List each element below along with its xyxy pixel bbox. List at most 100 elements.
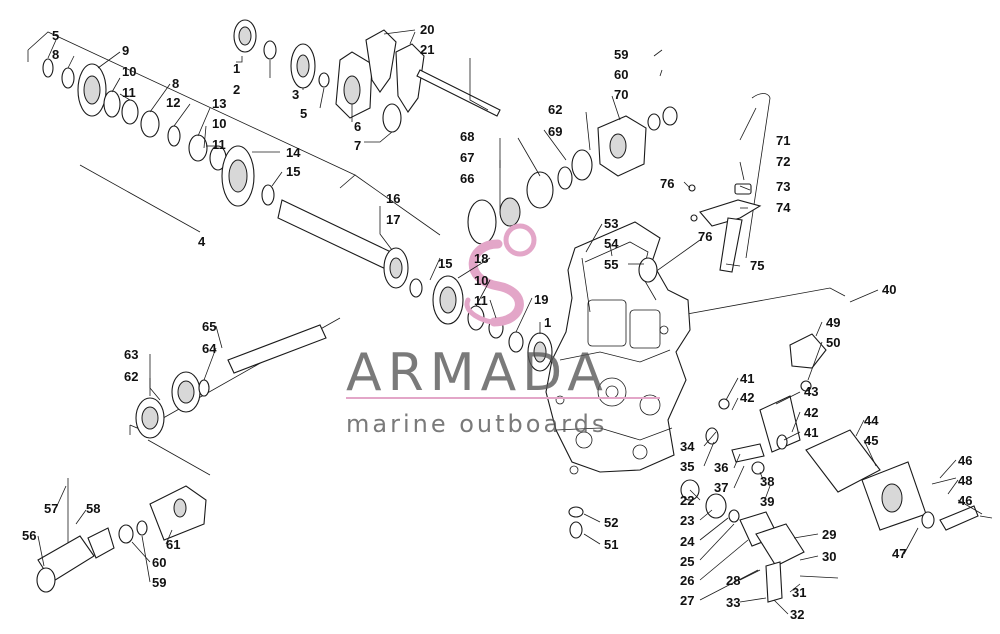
- callout-leaders: [37, 29, 983, 615]
- callout-10-lower: 10: [474, 273, 488, 288]
- lower-shift-group: [568, 427, 839, 603]
- callout-44: 44: [864, 413, 879, 428]
- callout-59-lower: 59: [152, 575, 166, 590]
- callout-45: 45: [864, 433, 878, 448]
- callout-48: 48: [958, 473, 972, 488]
- callout-5-left: 5: [52, 28, 59, 43]
- callout-6: 6: [354, 119, 361, 134]
- callout-29: 29: [822, 527, 836, 542]
- armada-logo-emblem: [346, 223, 660, 399]
- callout-64: 64: [202, 341, 217, 356]
- callout-55: 55: [604, 257, 618, 272]
- callout-42-upper: 42: [740, 390, 754, 405]
- side-cover-group: [718, 333, 993, 531]
- upper-shift-group: [233, 19, 501, 133]
- callout-46-lower: 46: [958, 493, 972, 508]
- callout-30: 30: [822, 549, 836, 564]
- callout-62-top: 62: [548, 102, 562, 117]
- callout-62-lower: 62: [124, 369, 138, 384]
- callout-59-top: 59: [614, 47, 628, 62]
- callout-15-upper: 15: [286, 164, 300, 179]
- callout-19: 19: [534, 292, 548, 307]
- callout-60-lower: 60: [152, 555, 166, 570]
- callout-67: 67: [460, 150, 474, 165]
- shift-rod-group: [581, 93, 771, 313]
- callout-34: 34: [680, 439, 695, 454]
- callout-7: 7: [354, 138, 361, 153]
- callout-68: 68: [460, 129, 474, 144]
- callout-40: 40: [882, 282, 896, 297]
- gearcase-housing: [545, 221, 691, 475]
- callout-16: 16: [386, 191, 400, 206]
- callout-21: 21: [420, 42, 434, 57]
- callout-18: 18: [474, 251, 488, 266]
- callout-60-top: 60: [614, 67, 628, 82]
- callout-4: 4: [198, 234, 206, 249]
- callout-50: 50: [826, 335, 840, 350]
- callout-49: 49: [826, 315, 840, 330]
- callout-39: 39: [760, 494, 774, 509]
- callout-24: 24: [680, 534, 695, 549]
- callout-13: 13: [212, 96, 226, 111]
- callout-72: 72: [776, 154, 790, 169]
- callout-12: 12: [166, 95, 180, 110]
- callout-10-mid: 10: [212, 116, 226, 131]
- callout-69: 69: [548, 124, 562, 139]
- callout-8-mid: 8: [172, 76, 179, 91]
- output-shaft-group: [135, 324, 327, 439]
- callout-10-left: 10: [122, 64, 136, 79]
- callout-75: 75: [750, 258, 764, 273]
- callout-41-upper: 41: [740, 371, 754, 386]
- callout-61: 61: [166, 537, 180, 552]
- callout-63: 63: [124, 347, 138, 362]
- callout-28: 28: [726, 573, 740, 588]
- callout-11-mid: 11: [212, 137, 226, 152]
- callout-47: 47: [892, 546, 906, 561]
- callout-43: 43: [804, 384, 818, 399]
- callout-22: 22: [680, 493, 694, 508]
- callout-3: 3: [292, 87, 299, 102]
- watermark-title: ARMADA: [346, 343, 609, 403]
- callout-74: 74: [776, 200, 791, 215]
- callout-2: 2: [233, 82, 240, 97]
- callout-32: 32: [790, 607, 804, 622]
- callout-73: 73: [776, 179, 790, 194]
- callout-38: 38: [760, 474, 774, 489]
- callout-15-lower: 15: [438, 256, 452, 271]
- armada-watermark: ARMADA marine outboards: [346, 223, 660, 438]
- callout-57: 57: [44, 501, 58, 516]
- callout-9: 9: [122, 43, 129, 58]
- callout-23: 23: [680, 513, 694, 528]
- callout-25: 25: [680, 554, 694, 569]
- callout-46-upper: 46: [958, 453, 972, 468]
- callout-27: 27: [680, 593, 694, 608]
- callout-53: 53: [604, 216, 618, 231]
- callout-54: 54: [604, 236, 619, 251]
- coupling-group: [36, 485, 207, 593]
- callout-14: 14: [286, 145, 301, 160]
- callout-36: 36: [714, 460, 728, 475]
- callout-70: 70: [614, 87, 628, 102]
- callout-8-left: 8: [52, 47, 59, 62]
- watermark-subtitle: marine outboards: [346, 410, 607, 438]
- callout-1-top: 1: [233, 61, 240, 76]
- callout-1-lower: 1: [544, 315, 551, 330]
- callout-17: 17: [386, 212, 400, 227]
- callout-76-upper: 76: [660, 176, 674, 191]
- callout-51: 51: [604, 537, 618, 552]
- callout-20: 20: [420, 22, 434, 37]
- callout-11-left: 11: [122, 85, 136, 100]
- callout-26: 26: [680, 573, 694, 588]
- callout-56: 56: [22, 528, 36, 543]
- callout-42-lower: 42: [804, 405, 818, 420]
- callout-33: 33: [726, 595, 740, 610]
- callout-41-lower: 41: [804, 425, 818, 440]
- bevel-gear-group: [467, 106, 678, 245]
- callout-65: 65: [202, 319, 216, 334]
- callout-71: 71: [776, 133, 790, 148]
- callout-5-upper: 5: [300, 106, 307, 121]
- callout-37: 37: [714, 480, 728, 495]
- callout-76-lower: 76: [698, 229, 712, 244]
- callout-35: 35: [680, 459, 694, 474]
